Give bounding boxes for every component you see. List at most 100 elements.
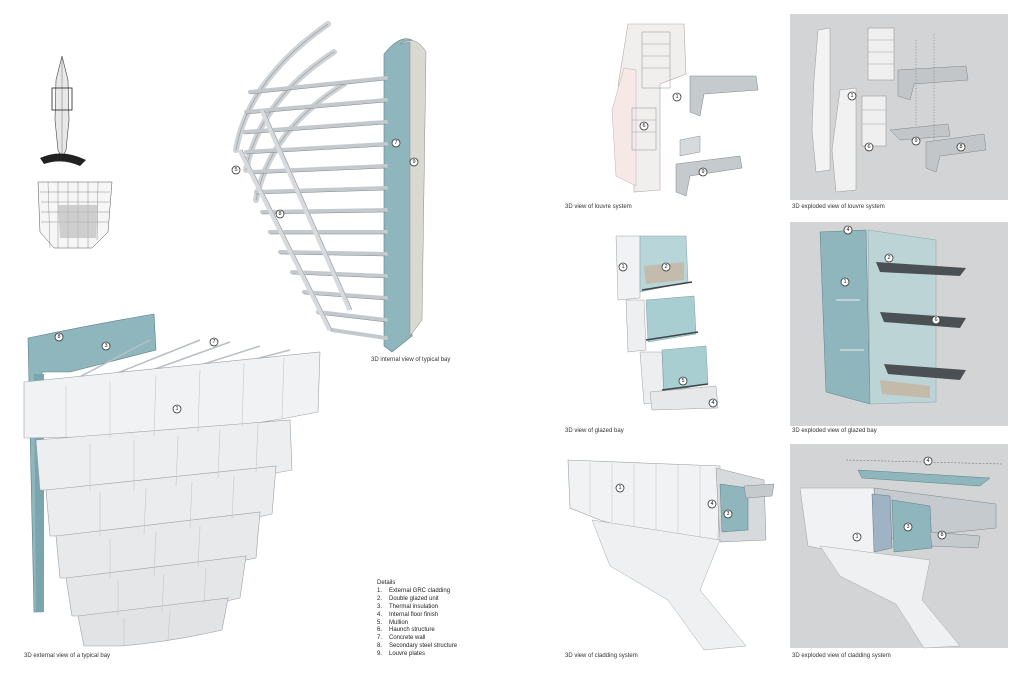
caption-glazed-exploded: 3D exploded view of glazed bay [792,428,877,434]
details-item-label: Haunch structure [389,627,435,634]
callout-label: 3 [726,511,729,517]
callout-cladding-exploded-4: 8 [937,530,947,540]
callout-label: 7 [394,140,397,146]
callout-label: 3 [104,343,107,349]
callout-internal-2: 7 [391,138,401,148]
details-item-number: 4. [377,611,383,618]
callout-label: 1 [621,264,624,270]
callout-label: 1 [618,485,621,491]
callout-label: 2 [887,255,890,261]
callout-label: 8 [57,334,60,340]
callout-label: 1 [843,279,846,285]
details-item-number: 2. [377,595,383,602]
details-item-label: Louvre plates [389,651,426,658]
callout-label: 8 [959,144,962,150]
details-item: 8. Secondary steel structure [377,643,457,651]
callout-label: 4 [846,227,849,233]
details-item-number: 6. [377,627,383,634]
caption-internal-bay: 3D internal view of typical bay [371,357,451,363]
details-item-label: Mullion [389,619,409,626]
details-legend: Details 1. External GRC cladding 2. Double… [377,580,457,659]
details-item-label: External GRC cladding [389,587,451,594]
details-item: 4. Internal floor finish [377,612,457,620]
callout-label: 4 [926,458,929,464]
caption-cladding-exploded: 3D exploded view of cladding system [792,653,891,659]
callout-louvre-exploded-3: 9 [911,136,921,146]
callout-glazed-4: 4 [708,398,718,408]
details-item: 5. Mullion [377,620,457,628]
callout-external-3: 7 [209,337,219,347]
callout-label: 9 [701,169,704,175]
callout-glazed-2: 2 [661,262,671,272]
callout-label: 5 [234,167,237,173]
details-item-number: 9. [377,651,383,658]
callout-internal-4: 9 [409,157,419,167]
callout-label: 4 [710,501,713,507]
callout-glazed-exploded-2: 2 [884,253,894,263]
callout-label: 6 [867,144,870,150]
callout-label: 2 [664,264,667,270]
callout-louvre-2: 6 [639,121,649,131]
callout-glazed-1: 1 [618,262,628,272]
details-item-label: Double glazed unit [389,595,439,602]
details-item: 6. Haunch structure [377,627,457,635]
callout-label: 7 [212,339,215,345]
callout-louvre-1: 1 [672,92,682,102]
callout-label: 1 [855,534,858,540]
callout-glazed-3: 5 [678,376,688,386]
details-heading: Details [377,580,396,586]
callout-label: 1 [675,94,678,100]
details-item: 9. Louvre plates [377,651,457,659]
callout-label: 1 [850,93,853,99]
callout-cladding-exploded-2: 1 [852,532,862,542]
callout-glazed-exploded-3: 1 [840,277,850,287]
details-item-number: 5. [377,619,383,626]
callout-internal-3: 8 [275,209,285,219]
callout-label: 5 [681,378,684,384]
details-item-number: 8. [377,643,383,650]
details-item: 2. Double glazed unit [377,596,457,604]
details-item: 7. Concrete wall [377,635,457,643]
details-item-number: 7. [377,635,383,642]
details-item-label: Secondary steel structure [389,643,458,650]
callout-label: 1 [175,406,178,412]
details-item-label: Concrete wall [389,635,426,642]
callout-glazed-exploded-1: 4 [843,225,853,235]
caption-external-bay: 3D external view of a typical bay [24,653,111,659]
callout-glazed-exploded-4: 6 [931,315,941,325]
callout-label: 4 [711,400,714,406]
callout-louvre-exploded-2: 6 [864,142,874,152]
callout-label: 6 [934,317,937,323]
callout-label: 3 [906,524,909,530]
details-item-number: 1. [377,587,383,594]
callout-external-4: 1 [172,404,182,414]
callout-cladding-exploded-3: 3 [903,522,913,532]
callout-internal-1: 5 [231,165,241,175]
caption-cladding-system: 3D view of cladding system [565,653,638,659]
callout-cladding-1: 1 [615,483,625,493]
callout-cladding-3: 3 [723,509,733,519]
callout-external-2: 3 [101,341,111,351]
caption-louvre-system: 3D view of louvre system [565,204,632,210]
callout-cladding-2: 4 [707,499,717,509]
callout-cladding-exploded-1: 4 [923,456,933,466]
callout-label: 8 [940,532,943,538]
callout-label: 9 [914,138,917,144]
caption-louvre-exploded: 3D exploded view of louvre system [792,204,885,210]
details-item: 3.Thermal insulation [377,604,457,612]
details-item: 1. External GRC cladding [377,588,457,596]
details-item-label: Internal floor finish [389,611,439,618]
callout-louvre-exploded-1: 1 [847,91,857,101]
caption-glazed-bay: 3D view of glazed bay [565,428,624,434]
callout-label: 9 [412,159,415,165]
callout-label: 8 [278,211,281,217]
